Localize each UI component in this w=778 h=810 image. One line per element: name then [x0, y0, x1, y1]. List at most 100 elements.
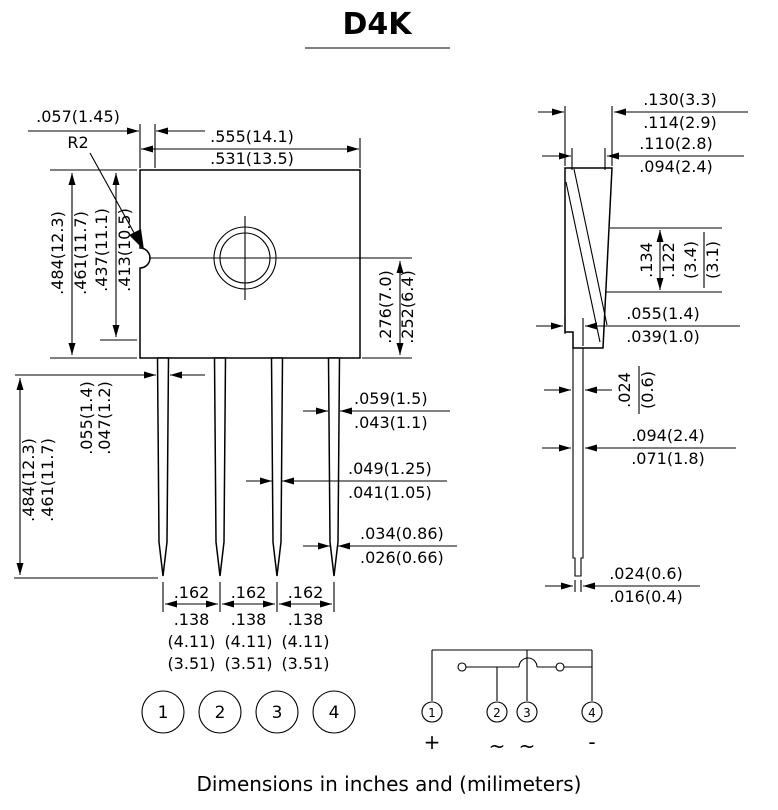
dim-body-height-min: .461(11.7) — [71, 211, 90, 295]
dim-lead-length: .484(12.3) .461(11.7) — [14, 378, 158, 579]
pin-circle-1 — [141, 690, 185, 734]
pitch-mm-max-1: (4.11) — [167, 632, 215, 651]
terminal-circle-1 — [421, 701, 443, 723]
terminal-label-4: 4 — [588, 706, 596, 720]
pitch-mm-min-2: (3.51) — [224, 654, 272, 673]
dim-side-top-min: .114(2.9) — [643, 113, 717, 132]
dim-hole-position: .276(7.0) .252(6.4) — [362, 261, 417, 359]
radius-callout: R2 — [67, 133, 144, 250]
pin-label-3: 3 — [272, 703, 283, 723]
dim-lead-w1-max: .055(1.4) — [77, 381, 96, 455]
dim-lead-width-2: .059(1.5) .043(1.1) — [303, 389, 450, 432]
dim-lead-w1-min: .047(1.2) — [95, 381, 114, 455]
dim-tip-min: .016(0.4) — [609, 587, 683, 606]
dim-top-offset: .057(1.45) — [28, 107, 205, 168]
mounting-hole-inner — [219, 232, 271, 284]
terminal-schematic: 1 2 3 4 + ~ ~ - — [421, 649, 603, 758]
polarity-ac-1: ~ — [489, 734, 506, 758]
dim-hole-max: .276(7.0) — [376, 270, 395, 344]
pin-label-2: 2 — [215, 703, 226, 723]
dim-step-max: .055(1.4) — [626, 304, 700, 323]
dim-side-top-max: .130(3.3) — [643, 90, 717, 109]
side-lead — [572, 348, 584, 577]
lead-4 — [327, 357, 341, 577]
dim-side-lead-width-max: .094(2.4) — [631, 426, 705, 445]
terminal-label-1: 1 — [428, 706, 436, 720]
dim-step-min: .039(1.0) — [626, 327, 700, 346]
terminal-circle-2 — [486, 701, 508, 723]
dim-lead-w2-min: .043(1.1) — [354, 413, 428, 432]
terminal-circle-3 — [516, 701, 538, 723]
dim-lead-width-3: .049(1.25) .041(1.05) — [246, 459, 447, 502]
dim-lead-w4-max: .034(0.86) — [360, 524, 444, 543]
pin-numbers: 1 2 3 4 — [141, 690, 356, 734]
junction-circle-2 — [555, 662, 565, 672]
title-block: D4K — [305, 7, 450, 49]
pitch-in-2: .138 — [231, 610, 267, 629]
dim-lead-w2-max: .059(1.5) — [354, 389, 428, 408]
dim-body-height-max: .484(12.3) — [48, 211, 67, 295]
dim-side-lead-thickness: .024 (0.6) — [544, 366, 657, 414]
pin-circle-4 — [312, 690, 356, 734]
dim-body-height-2: .437(11.1) .413(10.5) — [92, 173, 137, 341]
pin-circle-2 — [198, 690, 242, 734]
terminal-circle-4 — [581, 701, 603, 723]
dim-side-body-width: .110(2.8) .094(2.4) — [542, 134, 744, 176]
pitch-mm-min-1: (3.51) — [167, 654, 215, 673]
junction-circle-1 — [457, 662, 467, 672]
radius-arrowhead — [129, 229, 144, 250]
pitch-mm-max-2: (4.11) — [224, 632, 272, 651]
dim-top-offset-label: .057(1.45) — [36, 107, 120, 126]
dim-tab-max: .134 — [637, 242, 656, 278]
dim-body-width: .555(14.1) .531(13.5) — [141, 127, 361, 168]
pitch-in-3: .138 — [288, 610, 324, 629]
dim-lead-width-4: .034(0.86) .026(0.66) — [303, 524, 457, 567]
lead-2 — [213, 357, 227, 577]
pin-label-1: 1 — [158, 703, 169, 723]
dim-lead-pitch: .162 .162 .162 .138 .138 .138 (4.11) (4.… — [162, 582, 335, 673]
dim-tab-mm-min: (3.1) — [703, 241, 722, 279]
pitch-in-1: .138 — [174, 610, 210, 629]
polarity-ac-2: ~ — [519, 734, 536, 758]
terminal-label-2: 2 — [493, 706, 501, 720]
dim-body-height: .484(12.3) .461(11.7) — [48, 169, 137, 359]
dim-hole-min: .252(6.4) — [398, 270, 417, 344]
side-body-draft-line-1 — [565, 181, 601, 343]
pitch-2: .162 — [231, 583, 267, 602]
dim-body-height2-min: .413(10.5) — [115, 208, 134, 292]
page-title: D4K — [342, 7, 413, 42]
side-view: .130(3.3) .114(2.9) .110(2.8) .094(2.4) … — [536, 90, 748, 606]
dim-tab-mm-max: (3.4) — [681, 241, 700, 279]
dim-lead-w4-min: .026(0.66) — [360, 548, 444, 567]
mounting-hole-outer — [213, 226, 277, 290]
dim-body-width-min: .531(13.5) — [210, 149, 294, 168]
polarity-minus: - — [588, 730, 595, 754]
terminal-label-3: 3 — [523, 706, 531, 720]
dim-side-lead-width: .094(2.4) .071(1.8) — [542, 426, 736, 468]
dim-lead-w3-min: .041(1.05) — [348, 483, 432, 502]
dim-side-step: .055(1.4) .039(1.0) — [536, 304, 740, 346]
pin-circle-3 — [255, 690, 299, 734]
dim-lead-length-min: .461(11.7) — [38, 438, 57, 522]
pitch-mm-max-3: (4.11) — [281, 632, 329, 651]
polarity-plus: + — [424, 730, 441, 754]
dim-side-tip: .024(0.6) .016(0.4) — [545, 564, 700, 606]
radius-callout-label: R2 — [67, 133, 88, 152]
caption: Dimensions in inches and (milimeters) — [197, 772, 582, 796]
dim-lead-thickness-max: .024 — [615, 372, 634, 408]
dim-side-top-width: .130(3.3) .114(2.9) — [538, 90, 748, 166]
dim-body-width-max: .555(14.1) — [210, 127, 294, 146]
dim-body-height2-max: .437(11.1) — [92, 208, 111, 292]
dim-tab-min: .122 — [659, 242, 678, 278]
dim-side-tab: .134 .122 (3.4) (3.1) — [605, 227, 722, 293]
side-body-draft-line-2 — [573, 168, 608, 326]
pitch-mm-min-3: (3.51) — [281, 654, 329, 673]
dim-lead-w3-max: .049(1.25) — [348, 459, 432, 478]
pitch-1: .162 — [174, 583, 210, 602]
dim-side-body-max: .110(2.8) — [639, 134, 713, 153]
dim-lead-length-max: .484(12.3) — [19, 438, 38, 522]
dim-tip-max: .024(0.6) — [609, 564, 683, 583]
dim-lead-width-1: .055(1.4) .047(1.2) — [15, 371, 205, 455]
